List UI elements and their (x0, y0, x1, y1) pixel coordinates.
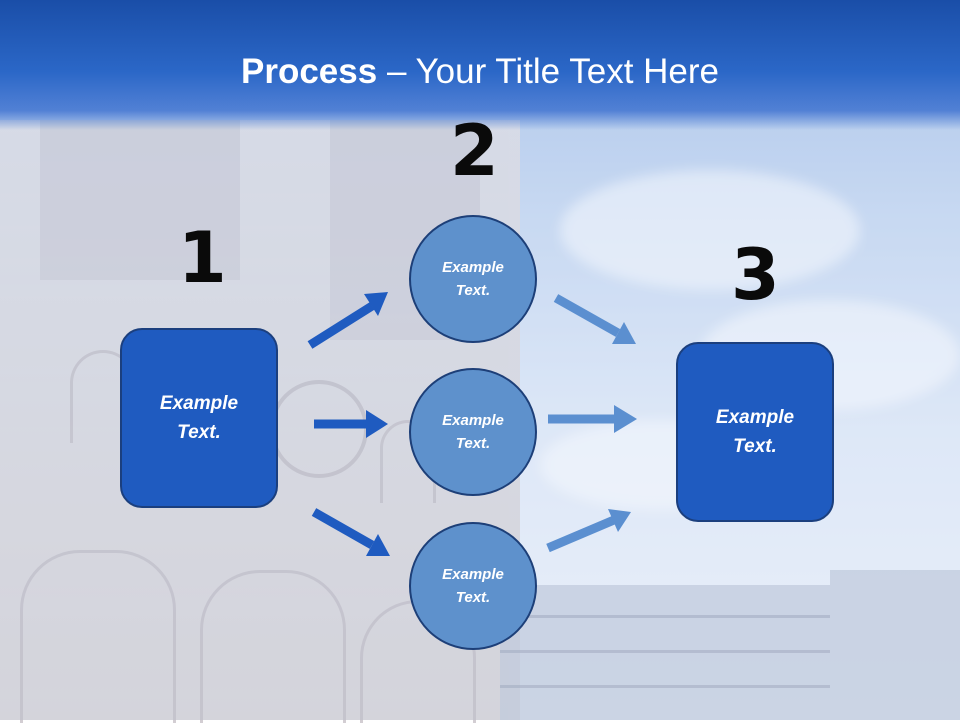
step-3-line2: Text. (733, 436, 777, 457)
step-3-line1: Example (715, 407, 795, 428)
step-number-3: 3 (731, 234, 780, 316)
circle-middle-line2: Text. (455, 435, 491, 452)
step-number-1: 1 (178, 217, 227, 299)
title-rest: – Your Title Text Here (377, 52, 719, 91)
circle-top-line2: Text. (455, 282, 491, 299)
building (830, 570, 960, 720)
circle-middle-line1: Example (442, 412, 504, 429)
building (500, 585, 830, 720)
circle-bottom-line1: Example (442, 566, 504, 583)
title-bar: Process – Your Title Text Here (0, 0, 960, 130)
step-1-line2: Text. (177, 422, 221, 443)
circle-bottom-line2: Text. (455, 589, 491, 606)
cloud (560, 170, 860, 290)
title-bold: Process (241, 52, 378, 91)
page-title: Process – Your Title Text Here (0, 52, 960, 92)
step-1-line1: Example (159, 393, 239, 414)
step-number-2: 2 (450, 110, 499, 192)
circle-top-line1: Example (442, 259, 504, 276)
